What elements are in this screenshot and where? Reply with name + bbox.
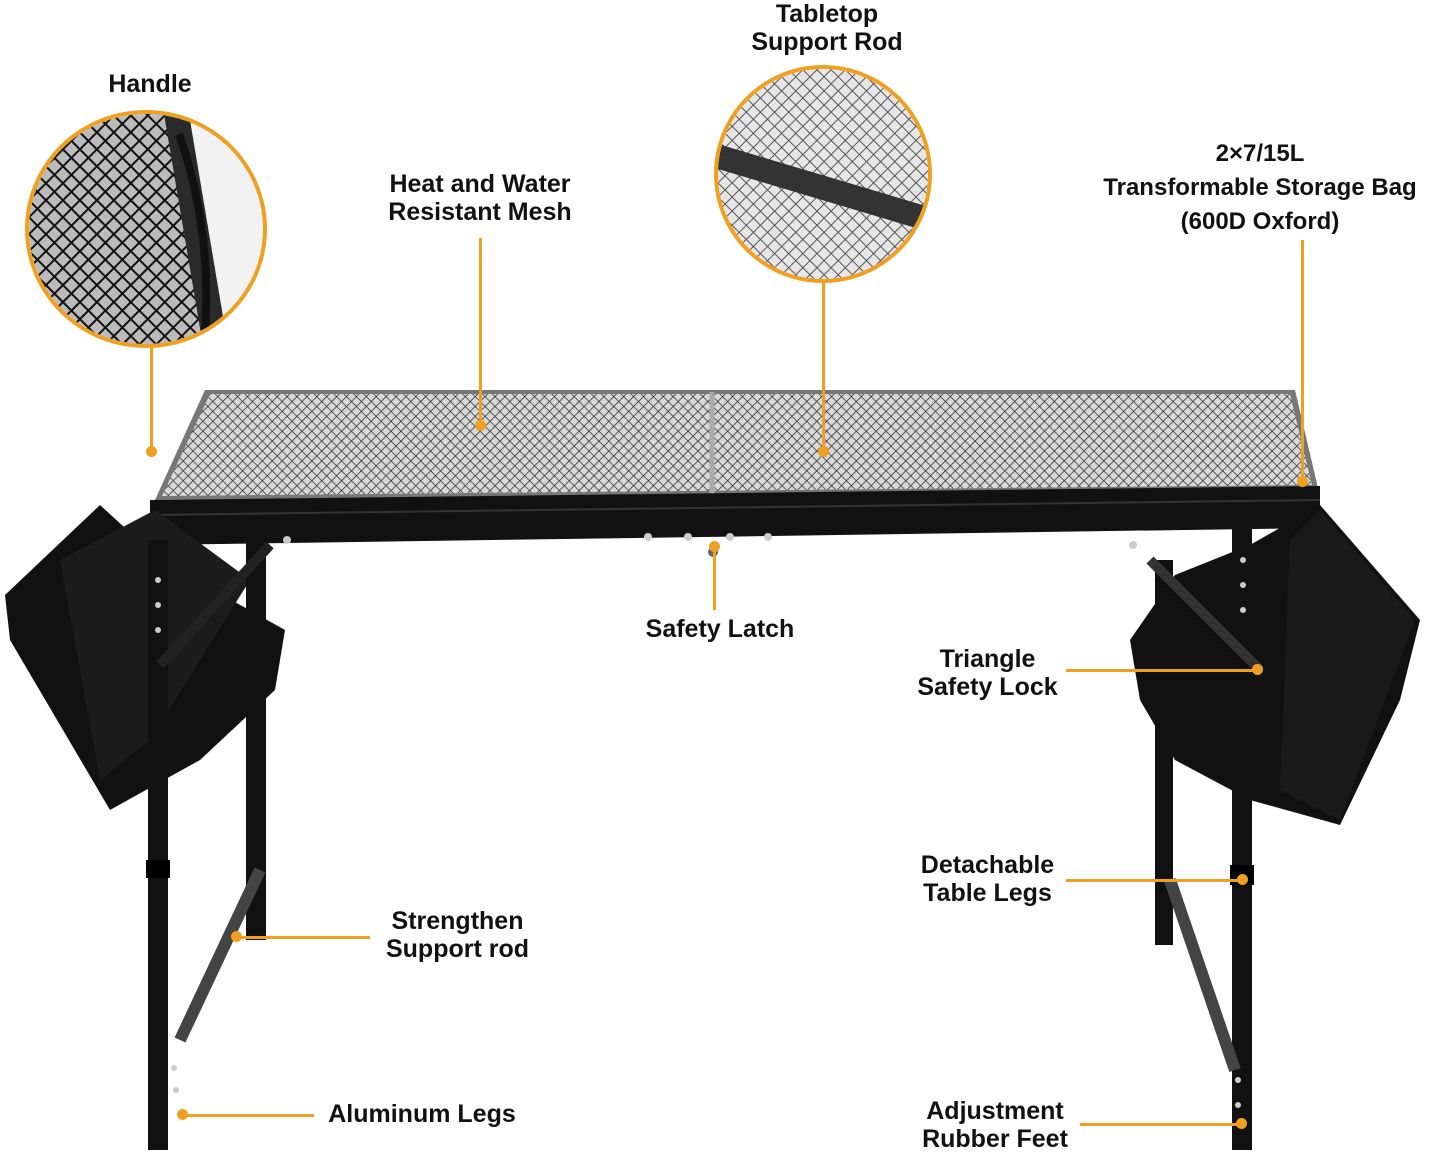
label-line: Resistant Mesh [388, 198, 572, 226]
storage-bag-dot [1297, 476, 1308, 487]
triangle-lock-leader [1066, 669, 1256, 672]
strengthen-rod-dot [231, 931, 242, 942]
label-line: 2×7/15L [1215, 140, 1305, 167]
handle-leader [150, 348, 153, 450]
label-line: Transformable Storage Bag [1103, 174, 1417, 201]
label-line: Table Legs [923, 879, 1052, 907]
label-handle: Handle [100, 70, 200, 98]
label-line: Triangle [939, 645, 1036, 673]
strengthen-rod-leader [236, 936, 370, 939]
label-tabletop-support-rod: Tabletop Support Rod [722, 0, 932, 56]
detachable-legs-leader [1066, 879, 1242, 882]
aluminum-legs-dot [177, 1109, 188, 1120]
support-rod-leader [822, 283, 825, 451]
rubber-feet-leader [1080, 1123, 1240, 1126]
label-line: Rubber Feet [922, 1125, 1068, 1153]
storage-bag-leader [1301, 240, 1304, 480]
handle-detail-circle [25, 110, 267, 348]
label-rubber-feet: Adjustment Rubber Feet [900, 1097, 1090, 1153]
label-storage-bag: 2×7/15L Transformable Storage Bag (600D … [1070, 137, 1445, 239]
mesh-leader [479, 238, 482, 424]
label-line: Strengthen [391, 907, 524, 935]
safety-latch-leader [713, 548, 716, 610]
label-strengthen-rod: Strengthen Support rod [365, 907, 550, 963]
support-rod-detail-circle [714, 65, 932, 283]
safety-latch-dot [709, 541, 720, 552]
tabletop [149, 390, 1321, 557]
label-line: Heat and Water [389, 170, 571, 198]
detachable-legs-dot [1237, 874, 1248, 885]
label-line: Safety Lock [917, 673, 1058, 701]
mesh-dot [475, 420, 486, 431]
label-line: Aluminum Legs [328, 1100, 516, 1128]
label-line: Safety Latch [645, 615, 795, 643]
label-line: Detachable [920, 851, 1055, 879]
support-rod-dot [818, 446, 829, 457]
label-aluminum-legs: Aluminum Legs [312, 1100, 532, 1128]
label-safety-latch: Safety Latch [620, 615, 820, 643]
label-triangle-lock: Triangle Safety Lock [895, 645, 1080, 701]
label-detachable-legs: Detachable Table Legs [895, 851, 1080, 907]
label-line: Tabletop [775, 0, 879, 28]
aluminum-legs-leader [182, 1114, 314, 1117]
triangle-lock-dot [1252, 664, 1263, 675]
rubber-feet-dot [1236, 1118, 1247, 1129]
label-mesh: Heat and Water Resistant Mesh [360, 170, 600, 226]
label-line: (600D Oxford) [1180, 208, 1340, 235]
handle-dot [146, 446, 157, 457]
label-line: Adjustment [926, 1097, 1064, 1125]
label-line: Handle [108, 70, 192, 98]
label-line: Support rod [385, 935, 530, 963]
label-line: Support Rod [751, 28, 903, 56]
